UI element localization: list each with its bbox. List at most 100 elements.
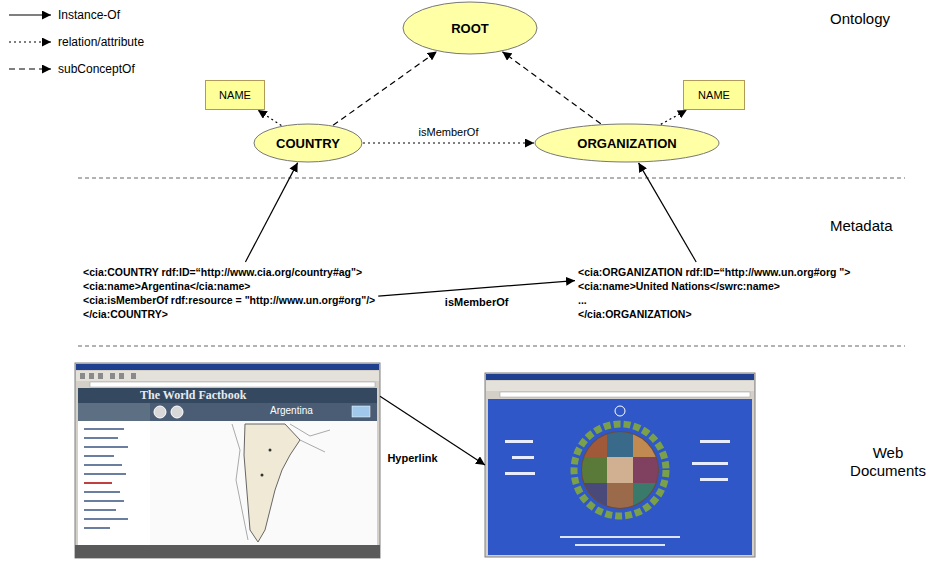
toolbar-icon [110,373,115,379]
attribute-name: NAME [698,89,730,101]
photo-tile [582,483,607,508]
status-bar [75,545,380,558]
edge-label: isMemberOf [417,126,481,139]
legend-line [9,14,51,15]
sidebar-item [84,500,124,502]
seal-icon [154,406,166,418]
legend-row: subConceptOf [6,61,135,77]
title-bar [76,364,379,370]
page-link [692,462,728,465]
concept-name: ORGANIZATION [577,136,676,151]
legend-row: Instance-Of [6,7,120,23]
rdf-metadata-block: <cia:ORGANIZATION rdf:ID=“http://www.un.… [575,262,853,324]
rdf-code-line: <cia:name>United Nations</swrc:name> [578,279,850,293]
legend-sample [6,7,54,23]
sidebar-item [84,509,116,511]
sidebar-item [84,464,122,466]
sidebar-item [84,446,128,448]
toolbar-icon [131,373,136,379]
toolbar-icon [119,373,124,379]
sidebar [78,421,150,545]
seal-icon [171,406,183,418]
sidebar-item [84,473,126,475]
photo-tile [607,457,633,483]
rdf-code-line: </cia:ORGANIZATION> [578,307,850,321]
olive-wreath [574,424,666,516]
web-page-screenshot: The World FactbookArgentina [75,363,380,558]
legend-text: subConceptOf [58,62,135,76]
factbook-screenshot [75,363,380,558]
photo-collage [581,431,659,509]
page-banner [78,388,377,403]
concept-shape [535,124,719,162]
concept-shape [254,124,362,162]
page-link [505,440,533,443]
city-dot [261,474,264,477]
sidebar-item [84,455,114,457]
photo-collage-tiles [582,432,658,508]
attribute-arrow [258,110,282,125]
sidebar-item [84,491,120,493]
rdf-code-line: <cia:name>Argentina</cia:name> [83,279,375,293]
photo-tile [633,432,658,457]
toolbar [486,381,754,391]
layer-label: Ontology [830,10,890,28]
sidebar-item [84,428,124,430]
address-bar [500,392,750,397]
page-text: The World Factbook [140,388,246,402]
browser-frame [75,363,380,558]
page-link [700,478,728,481]
layer-label: Metadata [830,217,893,235]
relation-arrow [363,142,534,143]
attribute-arrow [661,110,687,124]
concept-ellipse: ROOT [402,1,538,55]
rdf-code-line: ... [578,293,850,307]
legend-line [9,41,51,42]
subconcept-arrow [502,52,600,124]
concept-name: COUNTRY [276,136,340,151]
layer-label: Web Documents [846,444,930,480]
page-footer [575,544,665,546]
photo-tile [633,457,658,483]
concept-name: ROOT [451,21,489,36]
photo-tile [607,483,633,508]
toolbar-icon [89,373,94,379]
legend-sample [6,61,54,77]
rdf-code-line: </cia:COUNTRY> [83,307,375,321]
photo-tile [633,483,658,508]
photo-tile [582,457,607,483]
toolbar-icon [98,373,103,379]
flag-icon [352,406,370,417]
country-map [244,424,300,542]
sidebar-item [84,527,110,529]
hyperlink-arrow [380,396,485,465]
rdf-code-line: <cia:isMemberOf rdf:resource = "http://w… [83,293,375,307]
attribute-box: NAME [205,80,265,110]
photo-tile [582,432,607,457]
legend-text: relation/attribute [58,35,144,49]
rdf-code-line: <cia:ORGANIZATION rdf:ID=“http://www.un.… [578,265,850,279]
instance-arrow [245,163,297,262]
legend-line [9,68,51,69]
sidebar-header [78,403,150,421]
un-screenshot [485,373,755,557]
country-header [150,403,377,421]
relation-arrow [378,281,575,297]
city-dot [269,449,272,452]
sidebar-item [84,437,118,439]
toolbar-icon [80,373,85,379]
address-bar [90,382,375,387]
edge-label: Hyperlink [385,452,439,465]
un-emblem [615,406,625,416]
rdf-code-line: <cia:COUNTRY rdf:ID=“http://www.cia.org/… [83,265,375,279]
web-page-screenshot [485,373,755,557]
instance-arrow [639,163,697,262]
sidebar-item [84,518,128,520]
subconcept-arrow [333,52,437,126]
concept-ellipse: COUNTRY [253,123,363,163]
layer-separator [78,346,905,347]
